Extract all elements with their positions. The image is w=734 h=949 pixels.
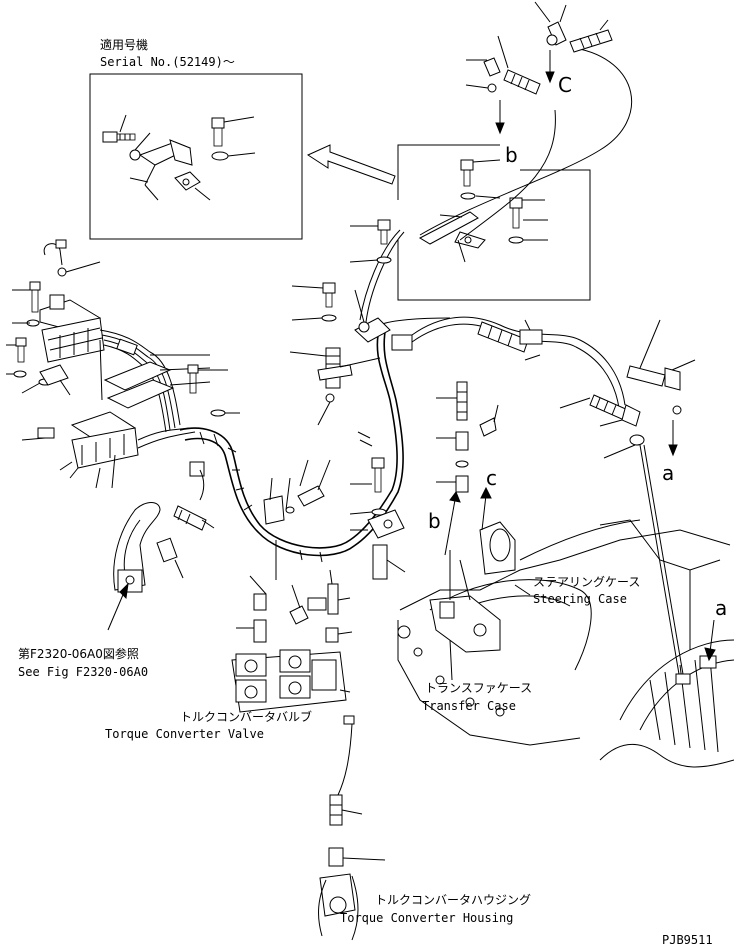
box-bolt-1 — [460, 159, 474, 187]
see-fig-bracket — [113, 469, 215, 593]
arrow-c-head — [545, 71, 555, 84]
torque-converter-valve — [231, 540, 353, 713]
lower-valve-cluster — [21, 411, 196, 489]
inset-bolt-left — [102, 131, 136, 143]
serial-title-jp: 適用号機 — [100, 37, 148, 52]
letter-a-upper: a — [662, 461, 674, 485]
letter-c-lower: c — [486, 466, 497, 490]
cable-b — [459, 109, 556, 241]
drawing-code: PJB9511 — [662, 933, 713, 947]
see-fig-arrow-head — [119, 582, 129, 600]
mid-hose-bolt — [263, 459, 331, 525]
tcv-label-en: Torque Converter Valve — [105, 727, 264, 741]
fitting-b — [465, 35, 541, 95]
tch-label-jp: トルクコンバータハウジング — [375, 893, 531, 907]
upper-valve-cluster — [6, 239, 105, 401]
hose-upper-center — [359, 229, 401, 321]
upper-center-bolts — [291, 219, 392, 322]
hose-bundle-upper — [99, 329, 181, 433]
torque-converter-housing-parts — [318, 715, 386, 941]
see-fig-label-jp: 第F2320-06A0図参照 — [18, 646, 139, 661]
transfer-leader — [449, 639, 453, 681]
box-bracket — [418, 211, 486, 249]
serial-inset-frame — [89, 73, 303, 240]
serial-inset: 適用号機 Serial No.(52149)～ — [89, 37, 303, 240]
arrow-b-lower-shaft — [444, 499, 456, 556]
center-clamp-assembly — [289, 289, 413, 426]
inset-clip — [174, 171, 201, 191]
center-bolts-lower — [349, 431, 406, 580]
transfer-label-en: Transfer Case — [422, 699, 516, 713]
arrow-b-head — [495, 122, 505, 135]
letter-b-upper: b — [505, 143, 518, 167]
inset-washer — [129, 149, 141, 161]
tch-label-en: Torque Converter Housing — [340, 911, 513, 925]
serial-number: Serial No.(52149)～ — [100, 55, 235, 69]
inset-arrow — [306, 144, 396, 185]
box-bolt-2 — [509, 197, 523, 229]
cable-a-long — [639, 444, 681, 681]
transfer-label-jp: トランスファケース — [425, 681, 532, 695]
center-sensor-stack — [436, 381, 499, 493]
steering-case — [599, 639, 734, 768]
middle-fittings-cluster — [103, 354, 240, 417]
see-fig-label-en: See Fig F2320-06A0 — [18, 665, 148, 679]
hose-right-sleeve — [411, 316, 626, 409]
cable-c — [419, 47, 633, 236]
steering-label-en: Steering Case — [533, 592, 627, 606]
letter-b-lower: b — [428, 509, 441, 533]
letter-a-lower: a — [715, 596, 727, 620]
transfer-case — [397, 519, 731, 746]
detail-box-upper-right — [397, 144, 591, 301]
steering-leader — [514, 584, 531, 596]
right-fittings — [559, 319, 696, 459]
fitting-c — [534, 1, 613, 53]
inset-washer-right — [211, 151, 229, 161]
arrow-a-head — [668, 444, 678, 457]
arrow-a-lower-shaft — [709, 619, 715, 653]
steering-label-jp: ステアリングケース — [533, 575, 640, 589]
see-fig-arrow-shaft — [107, 589, 126, 631]
inset-bolt-top — [211, 117, 225, 147]
letter-c-upper: C — [558, 73, 572, 97]
main-wrapped-hose — [179, 317, 451, 563]
inset-bracket — [138, 139, 193, 186]
small-bracket — [189, 461, 205, 477]
tcv-label-jp: トルクコンバータバルブ — [180, 709, 312, 724]
arrow-c-lower-shaft — [481, 494, 487, 531]
